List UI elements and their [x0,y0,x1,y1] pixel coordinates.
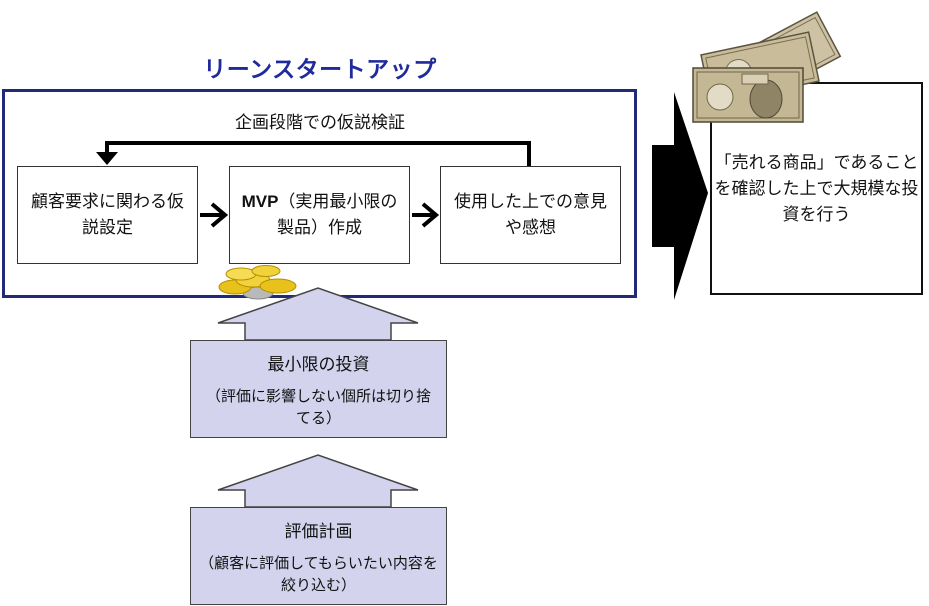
step-hypothesis-text: 顧客要求に関わる仮説設定 [31,192,184,238]
plan-note: （顧客に評価してもらいたい内容を絞り込む） [199,554,438,594]
investment-note: （評価に影響しない個所は切り捨てる） [205,387,431,427]
step-feedback-text: 使用した上での意見や感想 [454,192,607,238]
diagram-title: リーンスタートアップ [203,57,437,83]
step-mvp-text: （実用最小限の製品）作成 [277,192,398,238]
plan-label: 評価計画 [284,522,353,542]
step-hypothesis: 顧客要求に関わる仮説設定 [17,166,198,264]
feedback-loop-arrowhead [96,152,118,165]
step-feedback: 使用した上での意見や感想 [440,166,621,264]
investment-box: 最小限の投資 （評価に影響しない個所は切り捨てる） [190,340,447,438]
yen-banknotes-icon [692,11,842,123]
feedback-loop-line [105,141,531,166]
step-mvp: MVP（実用最小限の製品）作成 [229,166,410,264]
outcome-text: 「売れる商品」であることを確認した上で大規模な投資を行う [714,153,919,225]
investment-label: 最小限の投資 [267,355,370,375]
up-arrow-to-frame [217,287,419,341]
arrow-step2-to-step3 [412,202,440,228]
step-mvp-bold: MVP [241,192,279,211]
gold-coins-icon [218,265,297,300]
up-arrow-to-investment [217,454,419,508]
frame-label: 企画段階での仮説検証 [235,113,405,133]
big-right-arrow [652,92,708,300]
step-mvp-label: MVP（実用最小限の製品）作成 [240,189,399,241]
arrow-step1-to-step2 [200,202,229,228]
plan-box: 評価計画 （顧客に評価してもらいたい内容を絞り込む） [190,507,447,605]
